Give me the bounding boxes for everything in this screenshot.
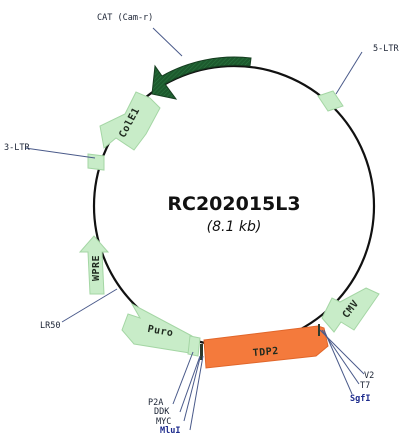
p2a-label: P2A xyxy=(148,398,163,408)
ltr5-label: 5-LTR xyxy=(373,44,399,54)
tdp2-label: TDP2 xyxy=(252,346,279,359)
myc-leader xyxy=(183,357,201,422)
cole1-feature-arrow[interactable] xyxy=(99,91,161,151)
cat-leader xyxy=(152,27,183,57)
sgfi-tick xyxy=(318,324,320,336)
wpre-label: WPRE xyxy=(91,255,102,281)
cmv-feature-arrow[interactable] xyxy=(321,287,380,333)
puro-label: Puro xyxy=(147,324,175,339)
leader-lines xyxy=(24,27,365,431)
plasmid-size: (8.1 kb) xyxy=(207,219,262,235)
cat-label: CAT (Cam-r) xyxy=(97,13,153,23)
lr50-label: LR50 xyxy=(40,321,60,331)
puro-feature-arrow[interactable] xyxy=(121,302,197,355)
plasmid-name: RC202015L3 xyxy=(167,193,300,215)
ddk-tick xyxy=(200,344,203,360)
t7-label: T7 xyxy=(360,381,370,391)
ddk-leader xyxy=(179,355,201,413)
ltr3-feature-arrow[interactable] xyxy=(87,153,105,171)
ltr5-feature-arrow[interactable] xyxy=(317,90,344,112)
ddk-label: DDK xyxy=(154,407,170,417)
p2a-segment[interactable] xyxy=(187,335,201,357)
cat-feature-arrow[interactable] xyxy=(151,56,252,100)
ltr5-leader xyxy=(335,51,363,95)
wpre-feature-arrow[interactable] xyxy=(78,235,110,295)
v2-label: V2 xyxy=(364,371,374,381)
sgfi-leader xyxy=(323,329,353,395)
mlui-leader xyxy=(189,355,204,431)
ltr3-leader xyxy=(24,147,96,159)
sgfi-label: SgfI xyxy=(350,394,370,404)
p2a-leader xyxy=(172,351,194,405)
lr50-leader xyxy=(61,288,118,323)
mlui-label: MluI xyxy=(160,426,180,434)
myc-label: MYC xyxy=(156,417,171,427)
ltr3-label: 3-LTR xyxy=(4,143,30,153)
